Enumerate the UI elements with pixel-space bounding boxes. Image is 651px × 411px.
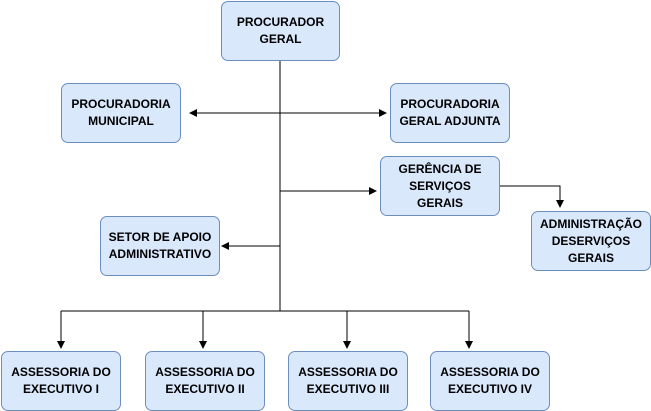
node-setor-apoio-administrativo[interactable]: SETOR DE APOIO ADMINISTRATIVO (100, 216, 220, 276)
node-procuradoria-municipal[interactable]: PROCURADORIA MUNICIPAL (61, 83, 181, 143)
node-procurador-geral[interactable]: PROCURADOR GERAL (221, 1, 340, 61)
node-assessoria-executivo-4[interactable]: ASSESSORIA DO EXECUTIVO IV (430, 351, 550, 411)
node-assessoria-executivo-3[interactable]: ASSESSORIA DO EXECUTIVO III (288, 351, 408, 411)
node-label: PROCURADORIA MUNICIPAL (71, 97, 171, 128)
node-label: ADMINISTRAÇÃO DESERVIÇOS GERAIS (540, 216, 642, 265)
node-label: PROCURADOR GERAL (236, 15, 325, 46)
node-label: ASSESSORIA DO EXECUTIVO I (11, 365, 111, 396)
node-label: ASSESSORIA DO EXECUTIVO III (298, 365, 398, 396)
node-label: ASSESSORIA DO EXECUTIVO II (155, 365, 255, 396)
node-administracao-servicos-gerais[interactable]: ADMINISTRAÇÃO DESERVIÇOS GERAIS (531, 211, 651, 271)
node-gerencia-servicos-gerais[interactable]: GERÊNCIA DE SERVIÇOS GERAIS (380, 156, 500, 216)
node-assessoria-executivo-2[interactable]: ASSESSORIA DO EXECUTIVO II (145, 351, 265, 411)
connector-administracao (500, 185, 564, 208)
node-label: PROCURADORIA GERAL ADJUNTA (399, 97, 501, 128)
node-label: SETOR DE APOIO ADMINISTRATIVO (108, 230, 212, 261)
node-label: ASSESSORIA DO EXECUTIVO IV (440, 365, 540, 396)
node-assessoria-executivo-1[interactable]: ASSESSORIA DO EXECUTIVO I (1, 351, 121, 411)
node-label: GERÊNCIA DE SERVIÇOS GERAIS (398, 161, 482, 210)
node-procuradoria-geral-adjunta[interactable]: PROCURADORIA GERAL ADJUNTA (390, 83, 510, 143)
